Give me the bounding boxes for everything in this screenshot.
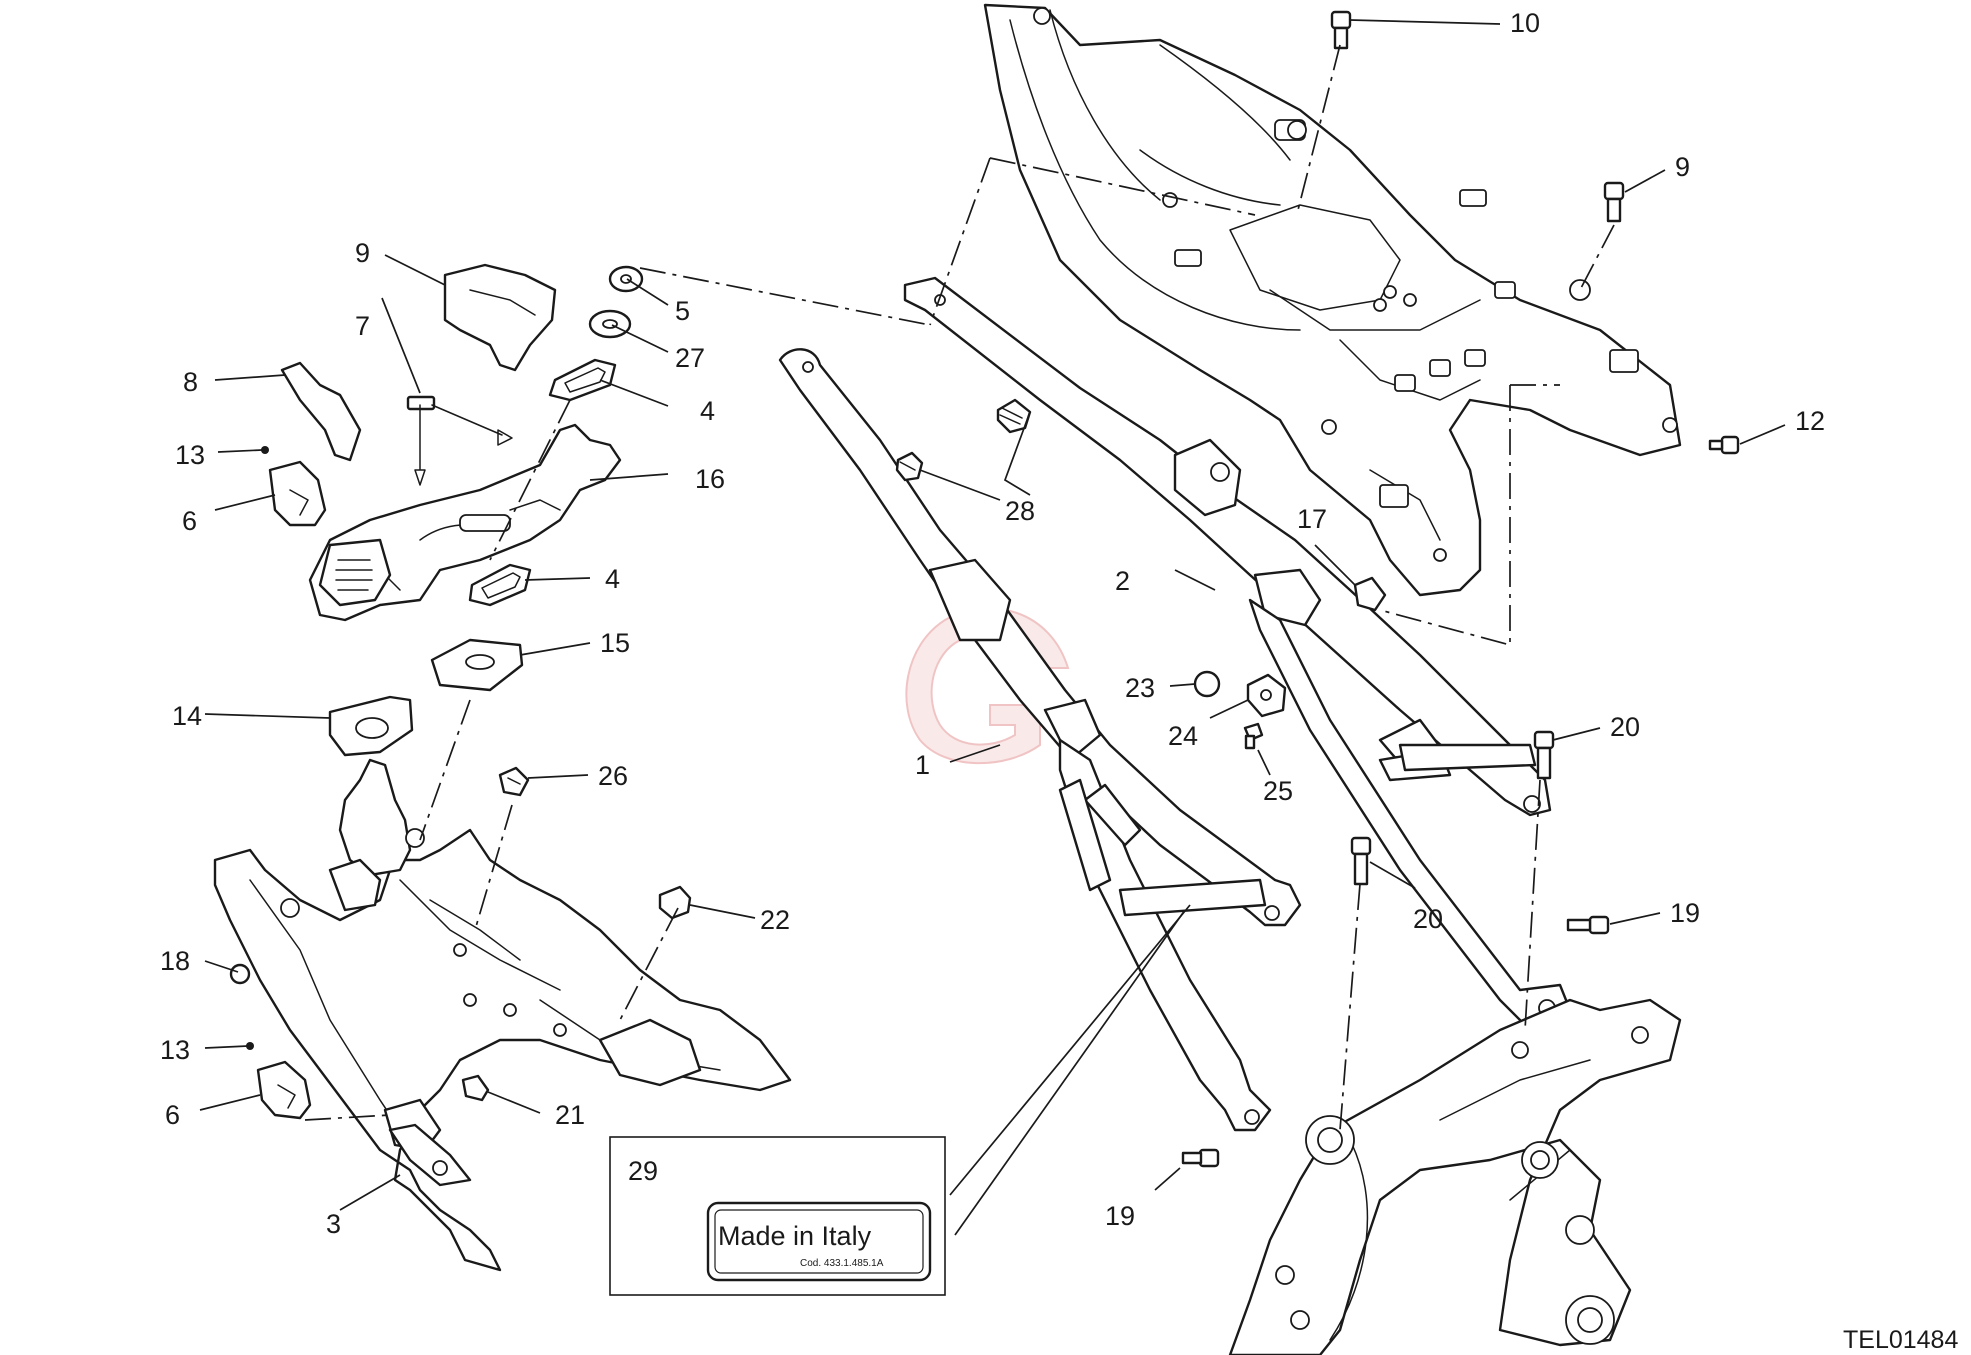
callout-1: 1 <box>915 750 930 780</box>
callout-20-lower: 20 <box>1413 904 1443 934</box>
part-26-clip <box>498 766 530 797</box>
part-16-support <box>308 423 622 622</box>
part-28-bushing <box>996 398 1032 434</box>
watermark-logo: G <box>905 607 1070 765</box>
callout-14: 14 <box>172 701 202 731</box>
part-24-bracket <box>1246 673 1287 718</box>
callout-5: 5 <box>675 296 690 326</box>
part-14-pad <box>328 695 414 757</box>
part-12-bolt <box>1708 435 1740 455</box>
part-21-rubber <box>461 1074 490 1102</box>
part-7-strap <box>406 395 513 486</box>
callout-11: 10 <box>1510 8 1540 38</box>
part-4-grommet-lower <box>468 563 532 607</box>
label-code: Cod. 433.1.485.1A <box>800 1258 884 1269</box>
part-29-label-box: Made in Italy Cod. 433.1.485.1A <box>609 1136 946 1296</box>
part-11-bolt <box>1330 10 1352 50</box>
assembly-lines <box>304 44 1615 1131</box>
callout-17: 17 <box>1297 504 1327 534</box>
callout-4-lower: 4 <box>605 564 620 594</box>
callout-22: 22 <box>760 905 790 935</box>
callout-13-lower: 13 <box>160 1035 190 1065</box>
part-25-screw <box>1243 722 1264 750</box>
part-9-cover <box>443 263 557 372</box>
part-28-bushing-2 <box>895 451 924 482</box>
part-4-grommet-upper <box>548 358 617 402</box>
callout-23: 23 <box>1125 673 1155 703</box>
callout-26: 26 <box>598 761 628 791</box>
callout-6-upper: 6 <box>182 506 197 536</box>
callout-4-upper: 4 <box>700 396 715 426</box>
callout-24: 24 <box>1168 721 1198 751</box>
callout-25: 25 <box>1263 776 1293 806</box>
callout-10: 9 <box>1675 152 1690 182</box>
callout-21: 21 <box>555 1100 585 1130</box>
callout-18: 18 <box>160 946 190 976</box>
reference-code: TEL01484 <box>1843 1326 1958 1354</box>
callout-6-lower: 6 <box>165 1100 180 1130</box>
part-23-cap <box>1193 670 1221 698</box>
callout-13-upper: 13 <box>175 440 205 470</box>
callout-19-left: 19 <box>1105 1201 1135 1231</box>
callouts: 10 9 12 17 2 28 1 23 24 25 20 20 19 19 5… <box>160 8 1825 1239</box>
part-13-screw-lower <box>246 1042 254 1050</box>
callout-8: 8 <box>183 367 198 397</box>
part-20-bolt-upper <box>1533 730 1555 780</box>
callout-19-right: 19 <box>1670 898 1700 928</box>
callout-16: 16 <box>695 464 725 494</box>
callout-27: 27 <box>675 343 705 373</box>
part-15-pad <box>430 638 524 692</box>
callout-9: 9 <box>355 238 370 268</box>
part-3-subframe-bracket <box>213 758 792 1272</box>
part-18-plug <box>229 963 251 985</box>
part-19-bolt-right <box>1566 915 1610 935</box>
part-6-pad-lower <box>256 1060 312 1120</box>
part-22-grommet <box>658 885 692 920</box>
leader-lines <box>199 19 1786 1236</box>
callout-20-upper: 20 <box>1610 712 1640 742</box>
callout-2: 2 <box>1115 566 1130 596</box>
callout-3: 3 <box>326 1209 341 1239</box>
part-8-clamp <box>280 361 362 462</box>
main-frame-bottom <box>1228 998 1682 1355</box>
rear-subframe <box>983 3 1682 597</box>
callout-28: 28 <box>1005 496 1035 526</box>
part-19-bolt-left <box>1181 1148 1220 1168</box>
part-20-bolt-lower <box>1350 836 1372 886</box>
callout-12: 12 <box>1795 406 1825 436</box>
part-10-bolt <box>1603 181 1625 223</box>
part-17-clip <box>1353 576 1387 612</box>
part-5-washer <box>608 265 644 293</box>
part-6-pad-upper <box>268 460 327 527</box>
made-in-italy-label: Made in Italy <box>718 1221 872 1251</box>
callout-29: 29 <box>628 1156 658 1186</box>
callout-7: 7 <box>355 311 370 341</box>
part-27-grommet <box>588 309 632 339</box>
part-13-screw-upper <box>261 446 269 454</box>
callout-15: 15 <box>600 628 630 658</box>
